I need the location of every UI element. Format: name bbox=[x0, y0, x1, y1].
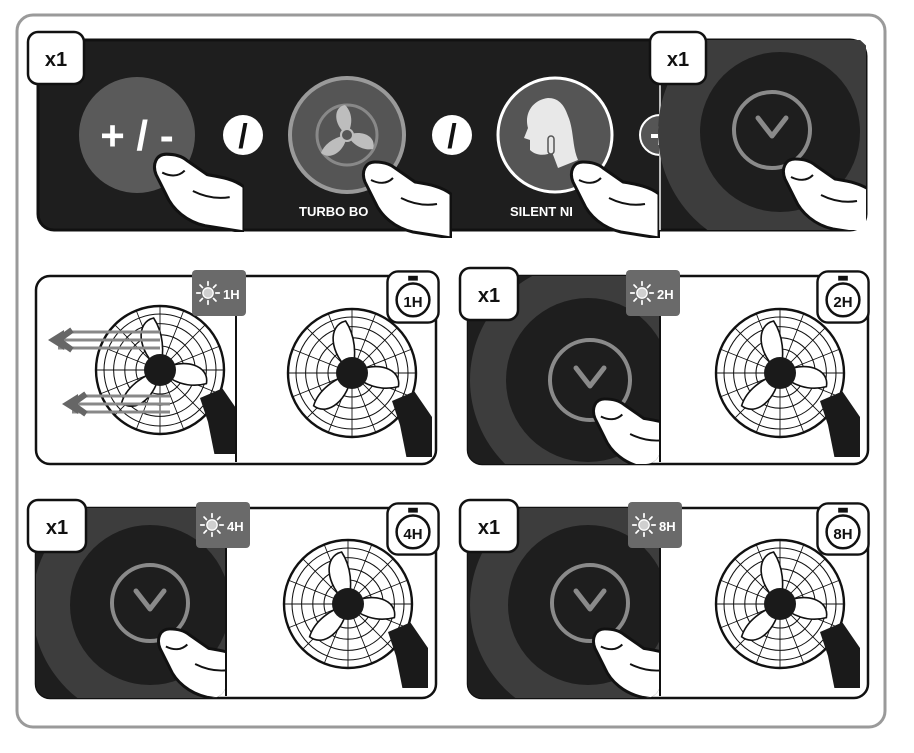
timer-label: 2H bbox=[833, 294, 852, 311]
sun-led-icon bbox=[199, 512, 225, 538]
timer-button[interactable] bbox=[732, 90, 812, 170]
chevron-down-icon bbox=[573, 365, 607, 389]
timer-button-area bbox=[658, 40, 866, 230]
separator-circle bbox=[432, 115, 472, 155]
led-timer-label: 8H bbox=[659, 519, 676, 534]
step-1h: 1H 1H bbox=[34, 270, 440, 466]
chevron-down-icon bbox=[755, 115, 789, 139]
count-badge bbox=[458, 498, 520, 554]
turbo-boost-label: TURBO BO bbox=[299, 204, 368, 219]
step-2h: 2H 2H x1 bbox=[458, 266, 870, 466]
timer-button[interactable] bbox=[110, 563, 190, 643]
timer-label: 4H bbox=[403, 526, 422, 543]
count-label: x1 bbox=[46, 517, 68, 539]
silent-night-label: SILENT NI bbox=[510, 204, 573, 219]
timer-button[interactable] bbox=[550, 563, 630, 643]
led-timer-label: 1H bbox=[223, 287, 240, 302]
silent-night-face-icon bbox=[524, 98, 578, 168]
count-label: x1 bbox=[478, 285, 500, 307]
count-badge bbox=[648, 30, 708, 86]
count-label: x1 bbox=[478, 517, 500, 539]
timer-label: 1H bbox=[403, 294, 422, 311]
step-8h: 8H 8H x1 bbox=[458, 498, 870, 700]
chevron-down-icon bbox=[133, 588, 167, 612]
step-4h: 4H 4H x1 bbox=[26, 498, 440, 700]
arrow-head bbox=[48, 330, 64, 350]
speed-label: + / - bbox=[100, 112, 174, 159]
count-badge bbox=[26, 498, 88, 554]
count-left: x1 bbox=[45, 49, 67, 71]
sun-led-icon bbox=[629, 280, 655, 306]
arrow-head bbox=[62, 394, 78, 414]
chevron-down-icon bbox=[573, 588, 607, 612]
led-timer-label: 4H bbox=[227, 519, 244, 534]
control-panel: + / - / TURBO BO / SILE bbox=[26, 30, 868, 238]
led-timer-label: 2H bbox=[657, 287, 674, 302]
separator-circle bbox=[223, 115, 263, 155]
separator-1: / bbox=[238, 118, 248, 156]
count-right: x1 bbox=[667, 49, 689, 71]
timer-label: 8H bbox=[833, 526, 852, 543]
count-badge bbox=[26, 30, 86, 86]
separator-2: / bbox=[447, 118, 457, 156]
timer-button[interactable] bbox=[548, 338, 632, 422]
sun-led-icon bbox=[195, 280, 221, 306]
fan-turbo-icon bbox=[315, 103, 379, 167]
sun-led-icon bbox=[631, 512, 657, 538]
count-badge bbox=[458, 266, 520, 322]
